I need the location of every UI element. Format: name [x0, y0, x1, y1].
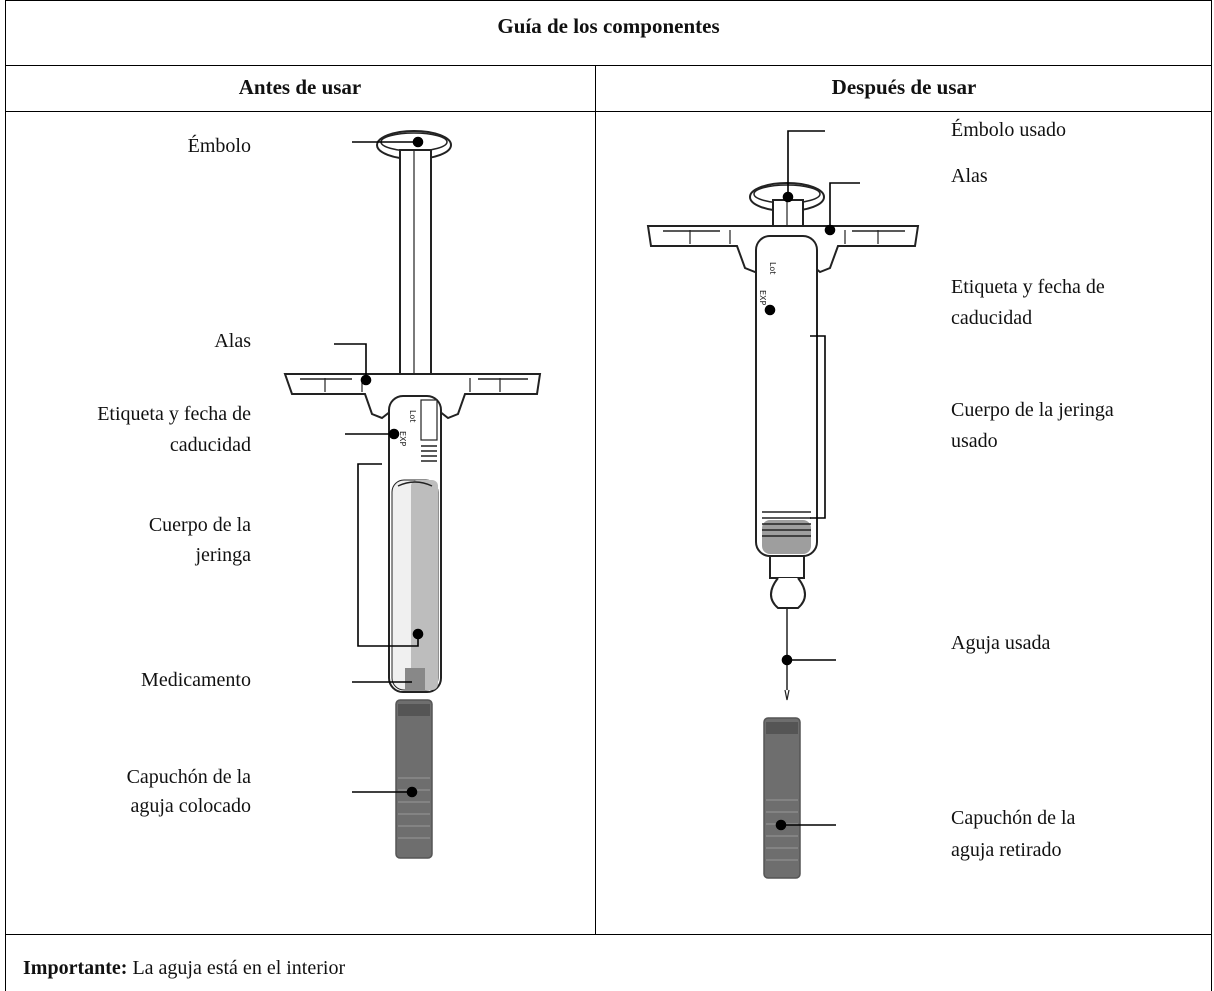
label-before-cap-line1: Capuchón de la: [126, 766, 251, 788]
syringe-after-exp-text: EXP: [758, 290, 767, 306]
divider-columns: [595, 65, 596, 934]
label-before-label-line2: caducidad: [169, 434, 251, 456]
label-after-label-line1: Etiqueta y fecha de: [951, 276, 1105, 298]
table-frame: [5, 0, 1212, 991]
label-after-barrel-line2: usado: [951, 430, 998, 452]
syringe-before-exp-text: EXP: [398, 431, 407, 447]
label-after-wings: Alas: [951, 165, 988, 187]
syringe-after-lot-text: Lot: [768, 262, 777, 274]
label-before-cap-line2: aguja colocado: [130, 795, 252, 817]
important-note-text: La aguja está en el interior: [127, 957, 346, 979]
label-after-barrel-line1: Cuerpo de la jeringa: [951, 399, 1114, 421]
important-note-label: Importante:: [23, 957, 128, 979]
label-before-plunger: Émbolo: [187, 135, 251, 157]
needle-cap-on-illustration: [395, 699, 433, 859]
label-after-cap-line1: Capuchón de la: [951, 807, 1076, 829]
leader-lines-before: [334, 136, 424, 798]
divider-col-heads: [5, 111, 1212, 112]
important-note: Importante: La aguja está en el interior: [23, 957, 345, 980]
label-before-wings: Alas: [214, 330, 251, 352]
label-before-barrel-line1: Cuerpo de la: [148, 514, 251, 536]
table-title: Guía de los componentes: [497, 14, 720, 38]
syringe-before-lot-text: Lot: [408, 410, 417, 422]
label-before-barrel-line2: jeringa: [195, 544, 251, 566]
label-before-medicine: Medicamento: [141, 669, 251, 691]
divider-footer: [5, 934, 1212, 935]
label-before-label-line1: Etiqueta y fecha de: [97, 403, 251, 425]
label-after-label-line2: caducidad: [951, 307, 1033, 329]
column-header-before: Antes de usar: [238, 75, 362, 99]
label-after-needle: Aguja usada: [951, 632, 1051, 654]
label-after-plunger: Émbolo usado: [951, 119, 1066, 141]
leader-lines-after: [764, 130, 860, 831]
needle-cap-off-illustration: [763, 717, 801, 879]
column-header-after: Después de usar: [831, 75, 977, 99]
syringe-after-illustration: [646, 182, 920, 701]
syringe-before-illustration: [283, 130, 542, 693]
divider-title: [5, 65, 1212, 66]
label-after-cap-line2: aguja retirado: [951, 839, 1062, 861]
